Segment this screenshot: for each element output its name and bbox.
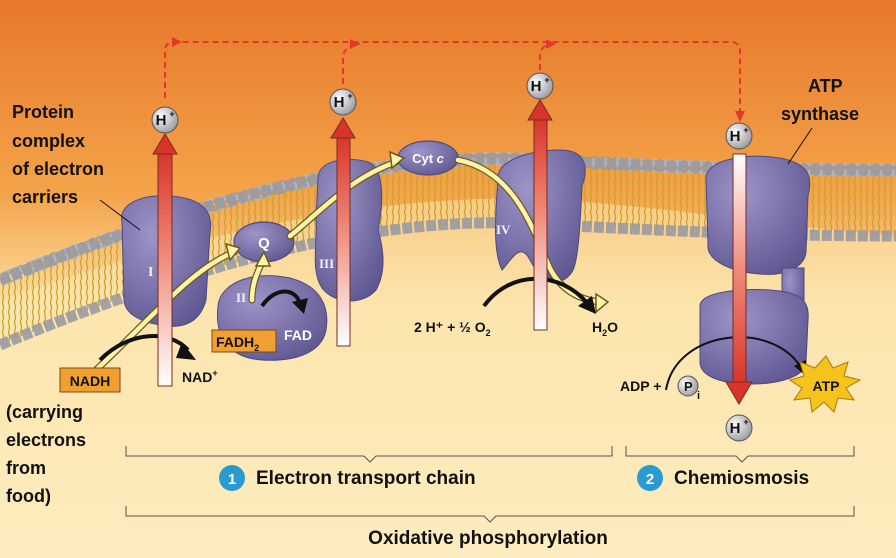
step-2-label: Chemiosmosis — [674, 468, 809, 489]
h-ion-3: H + — [526, 72, 554, 100]
atp-synthase-label: ATP synthase — [781, 76, 859, 124]
svg-text:of electron: of electron — [12, 159, 104, 179]
complex-i-label: I — [148, 265, 153, 280]
svg-text:synthase: synthase — [781, 104, 859, 124]
oxygen-reaction-label: 2 H⁺ + ½ O2 — [414, 319, 491, 338]
h-ion-1: H + — [151, 106, 179, 134]
cyt-c-label: Cyt c — [412, 151, 445, 166]
step-2-badge — [637, 465, 663, 491]
svg-text:ATP: ATP — [813, 378, 840, 394]
svg-text:H: H — [334, 94, 345, 111]
svg-text:complex: complex — [12, 131, 85, 151]
atp-starburst: ATP — [788, 355, 862, 413]
cyt-c-carrier: Cyt c — [397, 140, 459, 176]
svg-text:H: H — [156, 112, 167, 129]
step-brackets — [125, 446, 855, 523]
phosphate-label: P i — [677, 375, 700, 402]
protein-complex-pointer — [99, 199, 141, 231]
step-1-label: Electron transport chain — [256, 468, 476, 489]
proton-arrow-i — [152, 133, 178, 387]
svg-text:ATP: ATP — [808, 76, 843, 96]
adp-label: ADP + — [620, 378, 661, 394]
protein-complex-label: Protein complex of electron carriers — [12, 102, 104, 207]
svg-text:electrons: electrons — [6, 430, 86, 450]
step-1: 1 Electron transport chain — [219, 465, 476, 491]
svg-text:P: P — [684, 379, 693, 394]
svg-text:+: + — [743, 417, 748, 427]
atp-synthase — [699, 155, 811, 385]
step-1-badge — [219, 465, 245, 491]
step-2-number: 2 — [646, 471, 654, 488]
complex-iv-label: IV — [496, 222, 511, 237]
water-label: H2O — [592, 319, 618, 338]
h-ion-5: H + — [725, 414, 753, 442]
nadh-tag: NADH — [59, 367, 121, 393]
svg-text:FADH2: FADH2 — [216, 334, 259, 353]
step-1-number: 1 — [228, 471, 236, 488]
complex-iii-label: III — [319, 256, 334, 271]
h-ion-4: H + — [725, 122, 753, 150]
carrying-electrons-label: (carrying electrons from food) — [6, 402, 86, 506]
nad-label: NAD+ — [182, 368, 218, 385]
svg-text:H: H — [730, 420, 741, 437]
step-2: 2 Chemiosmosis — [637, 465, 809, 491]
svg-text:(carrying: (carrying — [6, 402, 83, 422]
svg-text:+: + — [347, 91, 352, 101]
svg-text:NADH: NADH — [70, 373, 110, 389]
svg-text:carriers: carriers — [12, 187, 78, 207]
atp-synthase-pointer — [787, 127, 813, 165]
fadh2-tag: FADH2 — [211, 329, 277, 353]
h-ion-2: H + — [329, 88, 357, 116]
proton-circuit-arrowheads — [172, 37, 745, 122]
svg-text:+: + — [169, 109, 174, 119]
fad-label: FAD — [284, 327, 312, 343]
svg-text:H: H — [730, 128, 741, 145]
proton-arrow-atp-synthase — [725, 153, 753, 405]
svg-text:+: + — [544, 75, 549, 85]
proton-arrow-iv — [527, 99, 553, 331]
svg-text:H: H — [531, 78, 542, 95]
svg-text:i: i — [697, 390, 700, 402]
complex-ii-label: II — [236, 290, 246, 305]
svg-text:food): food) — [6, 486, 51, 506]
q-label: Q — [258, 235, 270, 252]
svg-text:Protein: Protein — [12, 102, 74, 122]
oxidative-phosphorylation-label: Oxidative phosphorylation — [368, 528, 608, 549]
svg-text:+: + — [743, 125, 748, 135]
svg-text:from: from — [6, 458, 46, 478]
proton-arrow-iii — [330, 117, 356, 347]
